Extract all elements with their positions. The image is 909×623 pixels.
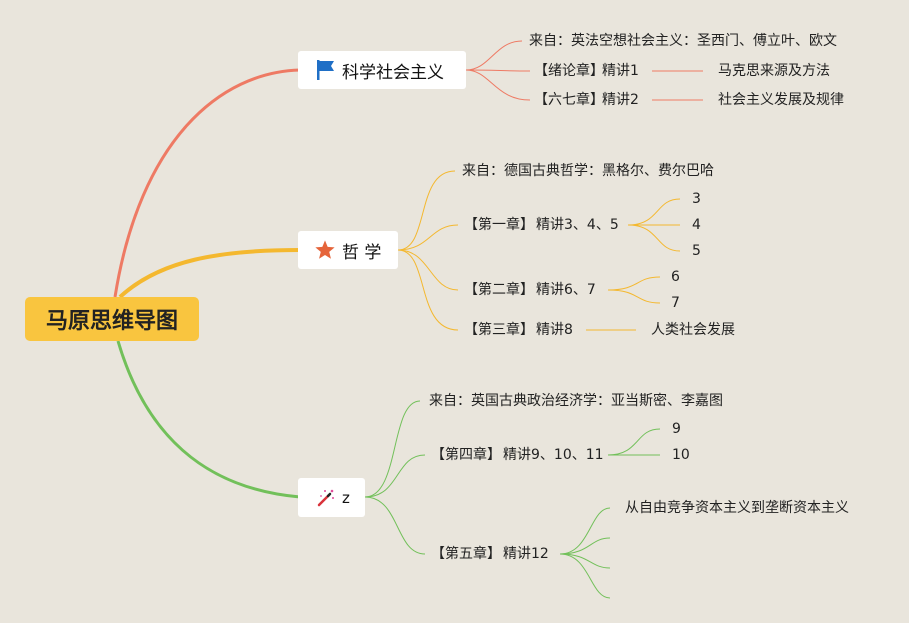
phil-note[interactable]: 人类社会发展 <box>651 322 735 338</box>
connector-econ-2-sub-3 <box>559 553 611 599</box>
branch-node-philosophy[interactable]: 哲 学 <box>298 231 398 269</box>
connector-phil-2-sub-1 <box>607 289 661 304</box>
phil-sub-item[interactable]: 3 <box>692 191 701 207</box>
phil-chapter-tag[interactable]: 【第一章】 <box>464 217 534 233</box>
econ-chapter-tag[interactable]: 【第五章】 <box>431 546 501 562</box>
connector-econ-1 <box>364 454 426 498</box>
sci-lecture[interactable]: 精讲1 <box>602 63 639 79</box>
connector-root-econ <box>116 340 301 499</box>
connector-econ-2-sub-1 <box>559 537 611 555</box>
branch-title: 哲 学 <box>342 242 382 263</box>
connector-econ-1-sub-0 <box>607 428 661 456</box>
econ-sub-item[interactable]: 9 <box>672 421 681 437</box>
connector-sci-2 <box>465 69 531 101</box>
connector-sci-0 <box>465 40 523 71</box>
connector-phil-2-sub-0 <box>607 276 661 291</box>
phil-sub-item[interactable]: 6 <box>671 269 680 285</box>
sci-chapter-tag[interactable]: 【绪论章】 <box>534 63 604 79</box>
sci-note[interactable]: 马克思来源及方法 <box>718 63 830 79</box>
sci-note[interactable]: 社会主义发展及规律 <box>718 92 844 108</box>
connector-econ-2-sub-0 <box>559 507 611 555</box>
econ-sub-item[interactable]: 从自由竞争资本主义到垄断资本主义 <box>625 500 849 516</box>
econ-source-text[interactable]: 来自：英国古典政治经济学：亚当斯密、李嘉图 <box>429 393 723 409</box>
blue-flag-icon <box>317 60 334 80</box>
phil-chapter-tag[interactable]: 【第三章】 <box>464 322 534 338</box>
phil-source-text[interactable]: 来自：德国古典哲学：黑格尔、费尔巴哈 <box>462 163 714 179</box>
phil-chapter-tag[interactable]: 【第二章】 <box>464 282 534 298</box>
phil-sub-item[interactable]: 7 <box>671 295 680 311</box>
connector-econ-0 <box>364 400 421 498</box>
connector-phil-0 <box>397 170 456 251</box>
branch-title: z <box>342 488 350 507</box>
connector-phil-1-sub-2 <box>627 224 681 252</box>
root-title: 马原思维导图 <box>45 309 178 334</box>
phil-lecture[interactable]: 精讲6、7 <box>536 282 596 298</box>
branch-node-economics[interactable]: z <box>298 478 365 517</box>
econ-lecture[interactable]: 精讲9、10、11 <box>503 447 604 463</box>
connector-econ-2-sub-2 <box>559 553 611 569</box>
magic-wand-icon <box>317 489 334 506</box>
phil-lecture[interactable]: 精讲8 <box>536 322 573 338</box>
econ-chapter-tag[interactable]: 【第四章】 <box>431 447 501 463</box>
connector-econ-2 <box>364 496 426 555</box>
connector-phil-1-sub-0 <box>627 198 681 226</box>
connector-root-phil <box>118 248 301 299</box>
econ-sub-item[interactable]: 10 <box>672 447 690 463</box>
connector-phil-2 <box>397 249 459 291</box>
econ-lecture[interactable]: 精讲12 <box>503 546 549 562</box>
connector-root-sci <box>113 68 301 298</box>
phil-lecture[interactable]: 精讲3、4、5 <box>536 217 619 233</box>
sci-chapter-tag[interactable]: 【六七章】 <box>534 92 604 108</box>
root-node[interactable]: 马原思维导图 <box>25 297 199 341</box>
connector-phil-3 <box>397 249 459 331</box>
connector-sci-1 <box>465 69 531 72</box>
phil-sub-item[interactable]: 4 <box>692 217 701 233</box>
branch-node-scientific-socialism[interactable]: 科学社会主义 <box>298 51 466 89</box>
phil-sub-item[interactable]: 5 <box>692 243 701 259</box>
sci-source-text[interactable]: 来自：英法空想社会主义：圣西门、傅立叶、欧文 <box>529 33 837 49</box>
branch-title: 科学社会主义 <box>342 62 444 83</box>
orange-star-icon <box>315 240 335 259</box>
connector-phil-1 <box>397 224 459 251</box>
sci-lecture[interactable]: 精讲2 <box>602 92 639 108</box>
